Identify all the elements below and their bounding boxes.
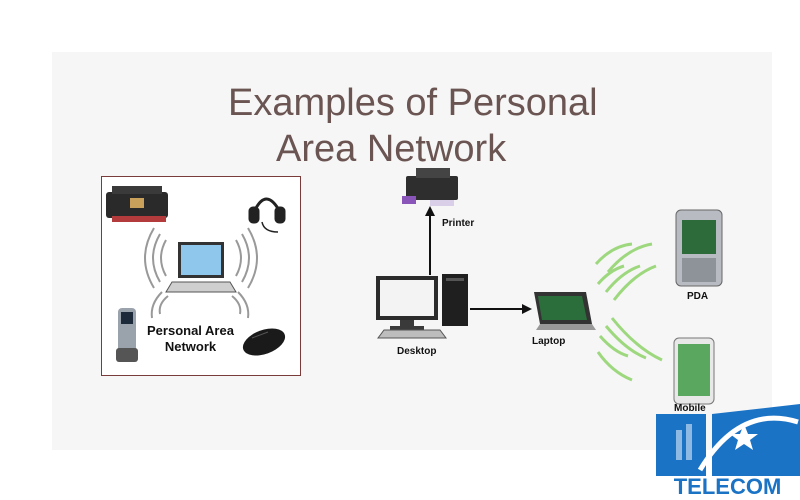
printer-label: Printer [442,218,475,229]
title-line-2: Area Network [276,128,507,170]
personal-area-network-label: Personal Area Network [147,323,234,355]
pan-label-line-2: Network [164,339,217,354]
laptop-icon [534,292,596,330]
mobile-label: Mobile [674,403,706,414]
laptop-label: Laptop [532,336,566,347]
box-printer-icon [106,186,168,222]
pda-icon [675,209,723,287]
desktop-label: Desktop [397,346,437,357]
box-laptop-icon [165,242,237,293]
mobile-phone-icon [673,337,715,405]
mouse-icon [242,328,286,356]
pan-label-line-1: Personal Area [147,323,234,338]
printer-icon [402,168,458,206]
cordless-phone-icon [116,308,138,362]
telecom-logo-icon [656,404,800,476]
desktop-icon [376,274,468,339]
box-wireless-arcs-icon [144,227,258,319]
headset-icon [248,197,286,233]
pda-label: PDA [687,291,709,302]
telecom-logo-text: TELECOM [673,474,782,499]
title-line-1: Examples of Personal [228,82,598,124]
wireless-signal-icon [594,242,663,382]
